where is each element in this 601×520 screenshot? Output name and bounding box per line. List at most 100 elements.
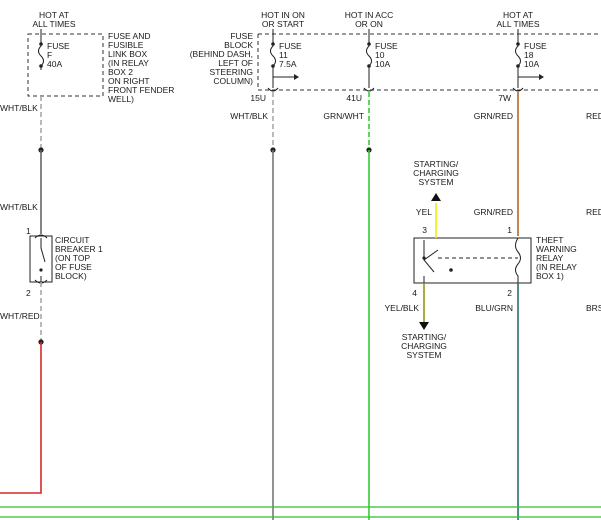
fuse-11-wire-label: WHT/BLK <box>230 111 268 121</box>
breaker-label-4: OF FUSE <box>55 262 92 272</box>
fuse-f-hot-label-2: ALL TIMES <box>33 19 76 29</box>
breaker-pin-top: 1 <box>26 226 31 236</box>
fuse-10-terminal-bottom <box>367 64 371 68</box>
breaker-label-5: BLOCK) <box>55 271 87 281</box>
fuse-18-label-2: 18 <box>524 50 534 60</box>
fuse-11-pin: 15U <box>250 93 266 103</box>
fuse-11-terminal-top <box>271 42 275 46</box>
fuse-11-arrowhead <box>294 74 299 80</box>
breaker-pin-bottom: 2 <box>26 288 31 298</box>
fuse-block-label: FUSE BLOCK (BEHIND DASH, LEFT OF STEERIN… <box>190 31 254 86</box>
fuse-f-box-label: FUSE AND FUSIBLE LINK BOX (IN RELAY BOX … <box>108 31 174 104</box>
relay-switch-contact <box>422 256 426 260</box>
starting-bottom-label-2: CHARGING <box>401 341 447 351</box>
fuse-f-label-2: F <box>47 50 52 60</box>
fuse-10-hot-label-1: HOT IN ACC <box>345 10 394 20</box>
fuse-10-connector-icon <box>363 87 375 92</box>
relay-label-5: BOX 1) <box>536 271 564 281</box>
fuse-block-label-1: FUSE <box>230 31 253 41</box>
fuse-10-group: HOT IN ACC OR ON FUSE 10 10A 41U <box>345 10 398 103</box>
relay-label-1: THEFT <box>536 235 563 245</box>
starting-bottom-label-3: SYSTEM <box>407 350 442 360</box>
theft-warning-relay: 3 1 4 2 THEFT WARNING RELAY (IN RELAY BO… <box>412 225 577 298</box>
fuse-block-label-3: (BEHIND DASH, <box>190 49 253 59</box>
fuse-block-label-6: COLUMN) <box>213 76 253 86</box>
relay-wire-in-label: GRN/RED <box>474 207 513 217</box>
starting-bottom-arrow-icon <box>419 322 429 330</box>
fuse-10-label-1: FUSE <box>375 41 398 51</box>
fuse-18-hot-label-1: HOT AT <box>503 10 533 20</box>
relay-coil-icon <box>515 237 521 283</box>
relay-switch-wiper-icon <box>423 249 439 261</box>
breaker-label-2: BREAKER 1 <box>55 244 103 254</box>
fuse-18-connector-icon <box>512 87 524 92</box>
fuse-18-pin: 7W <box>498 93 511 103</box>
right-edge-label-bottom: BRS <box>586 303 601 313</box>
fuse-f-terminal-bottom <box>39 64 43 68</box>
relay-pin-4: 4 <box>412 288 417 298</box>
starting-top-label-2: CHARGING <box>413 168 459 178</box>
fuse-18-arrowhead <box>539 74 544 80</box>
wire-left-wht-red-lower <box>0 342 42 494</box>
fuse-10-terminal-top <box>367 42 371 46</box>
relay-center-dot <box>449 268 453 272</box>
right-edge-label-middle: RED <box>586 207 601 217</box>
fuse-f-box-label-2: FUSIBLE <box>108 40 144 50</box>
fuse-link-box <box>27 33 104 97</box>
fuse-f-box-label-5: BOX 2 <box>108 67 133 77</box>
relay-label-3: RELAY <box>536 253 564 263</box>
fuse-f-label-3: 40A <box>47 59 62 69</box>
relay-label-2: WARNING <box>536 244 577 254</box>
fuse-18-symbol-icon <box>515 40 521 88</box>
circuit-breaker-1: 1 2 CIRCUIT BREAKER 1 (ON TOP OF FUSE BL… <box>26 226 103 298</box>
fuse-10-hot-label-2: OR ON <box>355 19 383 29</box>
fuse-block-label-4: LEFT OF <box>218 58 253 68</box>
relay-switch-icon <box>423 240 435 283</box>
fuse-f-symbol-icon <box>38 40 44 70</box>
starting-top-wire-label: YEL <box>416 207 432 217</box>
fuse-18-label-1: FUSE <box>524 41 547 51</box>
breaker-label-1: CIRCUIT <box>55 235 89 245</box>
fuse-f-box-label-6: ON RIGHT <box>108 76 150 86</box>
fuse-11-group: HOT IN ON OR START FUSE 11 7.5A 15U <box>250 10 304 103</box>
fuse-18-terminal-top <box>516 42 520 46</box>
relay-body <box>413 237 532 284</box>
fuse-f-terminal-top <box>39 42 43 46</box>
fuse-10-label-2: 10 <box>375 50 385 60</box>
fuse-11-label-3: 7.5A <box>279 59 297 69</box>
left-wire-label-middle: WHT/BLK <box>0 202 38 212</box>
relay-pin-3: 3 <box>422 225 427 235</box>
right-edge-label-top: RED <box>586 111 601 121</box>
fuse-11-terminal-bottom <box>271 64 275 68</box>
fuse-18-group: HOT AT ALL TIMES FUSE 18 10A 7W <box>497 10 548 103</box>
fuse-11-connector-icon <box>267 87 279 92</box>
fuse-10-wire-label: GRN/WHT <box>323 111 364 121</box>
fuse-f-label-1: FUSE <box>47 41 70 51</box>
fuse-f-box-label-7: FRONT FENDER <box>108 85 174 95</box>
fuse-f-box-label-3: LINK BOX <box>108 49 148 59</box>
fuse-11-hot-label-2: OR START <box>262 19 304 29</box>
fuse-f-box-label-4: (IN RELAY <box>108 58 149 68</box>
relay-pin-1: 1 <box>507 225 512 235</box>
relay-wire-out-label: BLU/GRN <box>475 303 513 313</box>
left-wire-label-top: WHT/BLK <box>0 103 38 113</box>
fuse-block-label-2: BLOCK <box>224 40 253 50</box>
left-wire-label-bottom: WHT/RED <box>0 311 40 321</box>
starting-top-arrow-icon <box>431 193 441 201</box>
fuse-18-wire-label: GRN/RED <box>474 111 513 121</box>
fuse-11-label-2: 11 <box>279 50 288 60</box>
fuse-f-box-label-8: WELL) <box>108 94 134 104</box>
fuse-11-symbol-icon <box>270 40 276 88</box>
fuse-18-terminal-bottom <box>516 64 520 68</box>
breaker-contact <box>39 268 43 272</box>
starting-bottom-wire-label: YEL/BLK <box>385 303 420 313</box>
fuse-10-label-3: 10A <box>375 59 390 69</box>
fuse-block-label-5: STEERING <box>210 67 253 77</box>
fuse-f-hot-label-1: HOT AT <box>39 10 69 20</box>
fuse-f-box-label-1: FUSE AND <box>108 31 151 41</box>
breaker-label-3: (ON TOP <box>55 253 90 263</box>
fuse-f-group: HOT AT ALL TIMES FUSE F 40A FUSE AND FUS… <box>27 10 174 104</box>
fuse-18-label-3: 10A <box>524 59 539 69</box>
fuse-11-hot-label-1: HOT IN ON <box>261 10 305 20</box>
